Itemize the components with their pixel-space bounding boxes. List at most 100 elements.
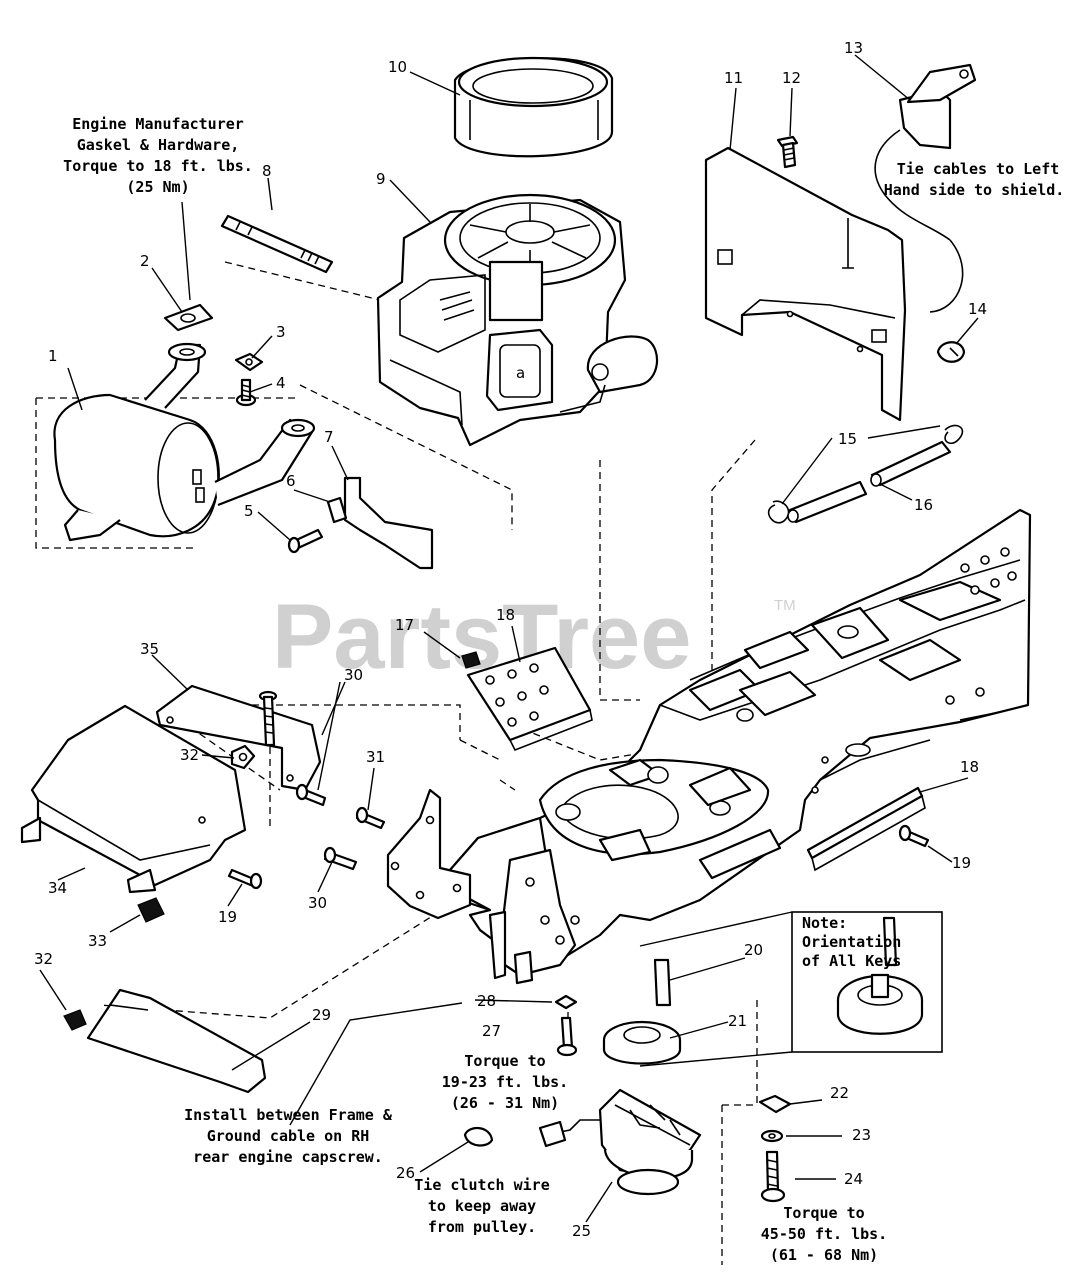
clutch-wire-clamp (463, 1127, 494, 1147)
svg-text:Hand side to shield.: Hand side to shield. (884, 181, 1065, 199)
callout-28: 28 (477, 992, 496, 1010)
engine-stud (220, 214, 334, 274)
muffler-bracket (343, 476, 434, 570)
note-gasket: Engine Manufacturer Gaskel & Hardware, T… (63, 115, 253, 196)
callout-35: 35 (140, 640, 159, 658)
tractor-frame (386, 508, 1032, 985)
svg-text:(25 Nm): (25 Nm) (126, 178, 189, 196)
svg-text:(26 - 31 Nm): (26 - 31 Nm) (451, 1094, 559, 1112)
callout-10: 10 (388, 58, 407, 76)
svg-text:Torque to: Torque to (464, 1052, 545, 1070)
note-torque-45-50: Torque to 45-50 ft. lbs. (61 - 68 Nm) (761, 1204, 887, 1264)
note-key-orientation: Note: Orientation of All Keys (802, 914, 901, 970)
cable-ties (768, 424, 964, 524)
svg-text:Tie cables to Left: Tie cables to Left (897, 160, 1060, 178)
wire-sleeves (787, 440, 952, 524)
shroud-screw (227, 868, 263, 890)
callout-8: 8 (262, 162, 272, 180)
muffler-bolt (235, 378, 257, 407)
engine-shroud (20, 704, 247, 894)
cover-screw (295, 783, 327, 807)
ground-nut (63, 1009, 87, 1031)
callout-12: 12 (782, 69, 801, 87)
callout-34: 34 (48, 879, 67, 897)
electric-clutch (538, 1088, 702, 1196)
callout-33: 33 (88, 932, 107, 950)
svg-text:a: a (516, 364, 525, 382)
callout-16: 16 (914, 496, 933, 514)
callout-3: 3 (276, 323, 286, 341)
callout-19-right: 19 (952, 854, 971, 872)
svg-text:Tie clutch wire: Tie clutch wire (414, 1176, 549, 1194)
note-torque-19-23: Torque to 19-23 ft. lbs. (26 - 31 Nm) (442, 1052, 568, 1112)
svg-text:to keep away: to keep away (428, 1197, 536, 1215)
frame-reinforcement-lower (806, 786, 926, 872)
svg-text:19-23 ft. lbs.: 19-23 ft. lbs. (442, 1073, 568, 1091)
key-orientation-note-box (791, 911, 943, 1053)
callout-15: 15 (838, 430, 857, 448)
callout-26: 26 (396, 1164, 415, 1182)
callout-21: 21 (728, 1012, 747, 1030)
svg-text:Note:: Note: (802, 914, 847, 932)
callout-31: 31 (366, 748, 385, 766)
reinforcement-screw (898, 824, 930, 848)
svg-text:Gaskel & Hardware,: Gaskel & Hardware, (77, 136, 240, 154)
note-tie-cables: Tie cables to Left Hand side to shield. (884, 160, 1065, 199)
spring-clip (326, 496, 348, 524)
callout-11: 11 (724, 69, 743, 87)
callout-14: 14 (968, 300, 987, 318)
callout-5: 5 (244, 502, 254, 520)
watermark-trademark: TM (774, 597, 796, 614)
bracket-screw-30 (323, 846, 358, 871)
bracket-screw-31 (355, 806, 386, 830)
callout-30-lower: 30 (308, 894, 327, 912)
svg-text:Torque to 18 ft. lbs.: Torque to 18 ft. lbs. (63, 157, 253, 175)
cable-clamp (936, 341, 966, 363)
callout-2: 2 (140, 252, 150, 270)
svg-text:rear engine capscrew.: rear engine capscrew. (193, 1148, 383, 1166)
air-filter-cover (453, 56, 614, 158)
note-ground-cable: Install between Frame & Ground cable on … (184, 1106, 393, 1166)
callout-29: 29 (312, 1006, 331, 1024)
engine-pulley (602, 1020, 682, 1065)
clutch-bolt (760, 1150, 786, 1203)
callout-32-upper: 32 (180, 746, 199, 764)
callout-19-left: 19 (218, 908, 237, 926)
muffler-nut (234, 352, 264, 372)
callout-17: 17 (395, 616, 414, 634)
shield-bolt (776, 135, 799, 169)
svg-text:Engine Manufacturer: Engine Manufacturer (72, 115, 244, 133)
speed-nut (461, 651, 481, 669)
callout-24: 24 (844, 1170, 863, 1188)
ground-plate (86, 988, 267, 1094)
svg-text:45-50 ft. lbs.: 45-50 ft. lbs. (761, 1225, 887, 1243)
leader-lines (39, 54, 979, 1223)
callout-numbers: 1 2 3 4 5 6 7 8 9 10 11 12 13 14 15 16 1… (34, 39, 987, 1240)
exhaust-gasket (163, 303, 214, 332)
callout-18-lower: 18 (960, 758, 979, 776)
note-clutch-wire: Tie clutch wire to keep away from pulley… (414, 1176, 549, 1236)
svg-text:Install between Frame &: Install between Frame & (184, 1106, 393, 1124)
callout-4: 4 (276, 374, 286, 392)
callout-25: 25 (572, 1222, 591, 1240)
shroud-clip (137, 897, 165, 923)
svg-text:(61 - 68 Nm): (61 - 68 Nm) (770, 1246, 878, 1264)
callout-22: 22 (830, 1084, 849, 1102)
engine: a (376, 193, 659, 447)
callout-18-upper: 18 (496, 606, 515, 624)
frame-reinforcement-upper (466, 646, 593, 752)
pulley-key (653, 958, 672, 1007)
callout-7: 7 (324, 428, 334, 446)
callout-30-upper: 30 (344, 666, 363, 684)
shroud-nut (230, 744, 256, 770)
throttle-control (874, 63, 977, 313)
callout-32-lower: 32 (34, 950, 53, 968)
dash-shield (704, 146, 907, 422)
callout-9: 9 (376, 170, 386, 188)
pulley-bolt (556, 1016, 578, 1057)
callout-6: 6 (286, 472, 296, 490)
svg-text:Orientation: Orientation (802, 933, 901, 951)
svg-text:from pulley.: from pulley. (428, 1218, 536, 1236)
pulley-washer (554, 994, 578, 1010)
